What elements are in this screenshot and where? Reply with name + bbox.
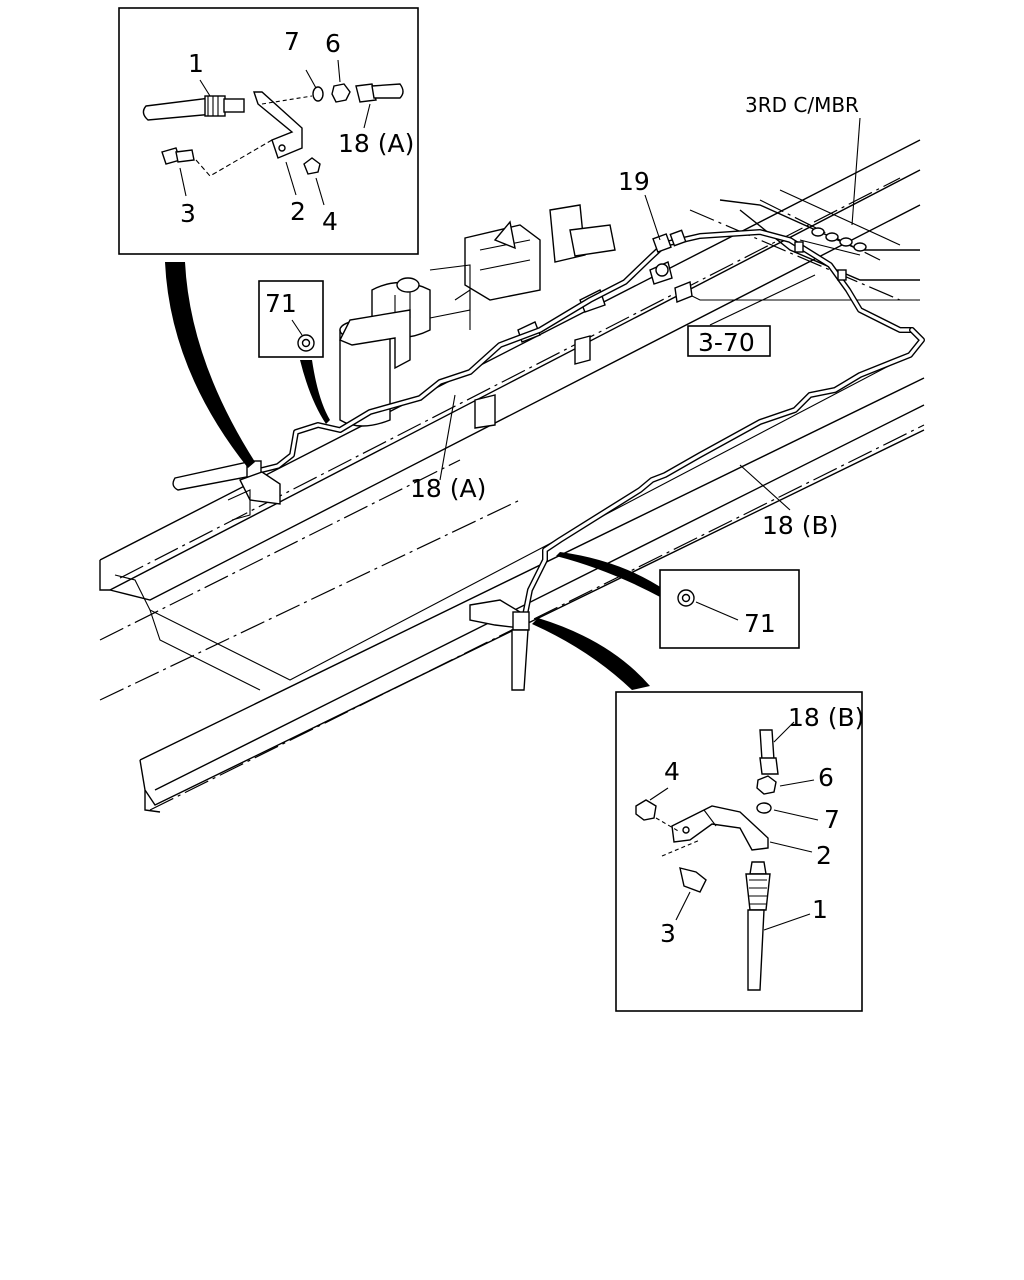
- bottom-detail-inset: 18 (B) 4 6 7 2 3 1: [615, 691, 864, 1012]
- label-top-part-2: 2: [290, 197, 306, 226]
- label-part-19: 19: [618, 167, 650, 196]
- label-bottom-part-4: 4: [664, 757, 680, 786]
- chassis-frame: [99, 139, 925, 813]
- label-pipe-18a: 18 (A): [410, 474, 486, 503]
- label-bottom-part-3: 3: [660, 919, 676, 948]
- top-detail-inset: 1 7 6 18 (A) 3 2 4: [118, 7, 419, 255]
- label-bottom-part-6: 6: [818, 763, 834, 792]
- brake-pipe-18a: [172, 229, 915, 521]
- detail-pointers: [165, 262, 665, 690]
- label-pipe-18b: 18 (B): [762, 511, 838, 540]
- label-top-part-4: 4: [322, 207, 338, 236]
- label-bottom-part-18b: 18 (B): [788, 703, 864, 732]
- label-bottom-part-7: 7: [824, 805, 840, 834]
- label-bottom-part-2: 2: [816, 841, 832, 870]
- label-top-part-3: 3: [180, 199, 196, 228]
- label-part-71-right: 71: [744, 609, 776, 638]
- mounted-components: [339, 204, 693, 429]
- label-bottom-part-1: 1: [812, 895, 828, 924]
- inset-71-right: 71: [659, 569, 800, 649]
- label-top-part-7: 7: [284, 27, 300, 56]
- brake-pipe-18b: [469, 327, 925, 691]
- label-part-71-left: 71: [265, 289, 297, 318]
- label-ref-3-70: 3-70: [698, 328, 755, 357]
- main-leader-lines: [439, 117, 861, 511]
- label-top-part-6: 6: [325, 29, 341, 58]
- ref-box-3-70: 3-70: [687, 325, 771, 357]
- label-third-cross-member: 3RD C/MBR: [745, 93, 859, 117]
- inset-71-left: 71: [258, 280, 324, 358]
- label-top-part-18a: 18 (A): [338, 129, 414, 158]
- label-top-part-1: 1: [188, 49, 204, 78]
